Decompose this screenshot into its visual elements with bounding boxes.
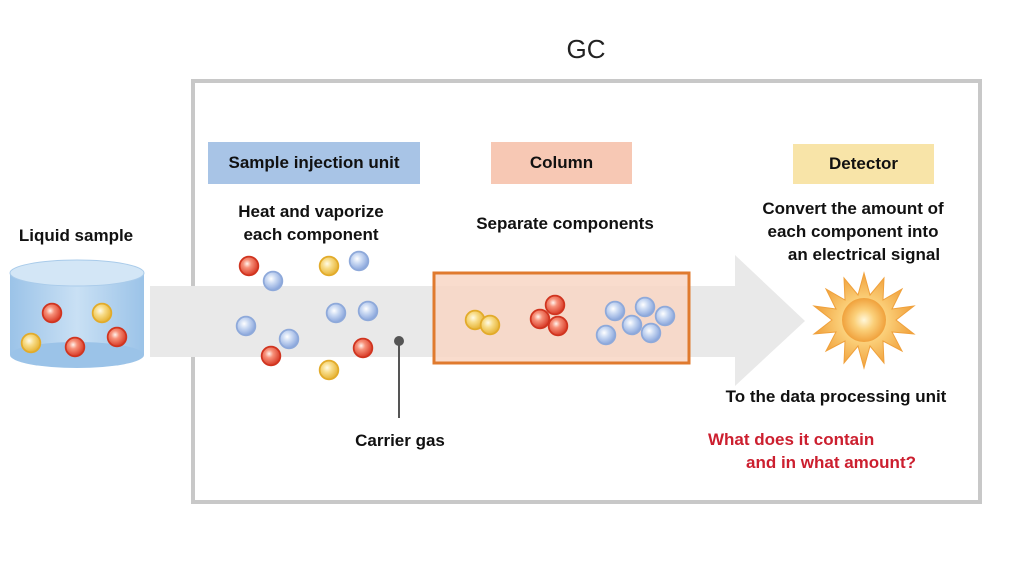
- detector-tag: Detector: [793, 144, 934, 184]
- question-line2: and in what amount?: [746, 453, 916, 472]
- column-description: Separate components: [476, 214, 654, 233]
- injection-description: Heat and vaporize each component: [198, 200, 424, 246]
- gc-title: GC: [566, 34, 606, 64]
- injection-unit-tag: Sample injection unit: [208, 142, 420, 184]
- detector-description-line3: an electrical signal: [787, 245, 941, 264]
- data-processing-label: To the data processing unit: [725, 387, 947, 406]
- detector-description-line1: Convert the amount of: [762, 199, 944, 218]
- injection-description-line1: Heat and vaporize: [238, 202, 384, 221]
- question-line1: What does it contain: [708, 430, 875, 449]
- detector-description-line2: each component into: [767, 222, 939, 241]
- liquid-sample-label: Liquid sample: [18, 226, 134, 245]
- question-text: What does it contain and in what amount?: [708, 428, 968, 474]
- carrier-gas-label: Carrier gas: [355, 431, 445, 450]
- detector-description: Convert the amount of each component int…: [740, 197, 966, 266]
- column-tag: Column: [491, 142, 632, 184]
- injection-description-line2: each component: [243, 225, 379, 244]
